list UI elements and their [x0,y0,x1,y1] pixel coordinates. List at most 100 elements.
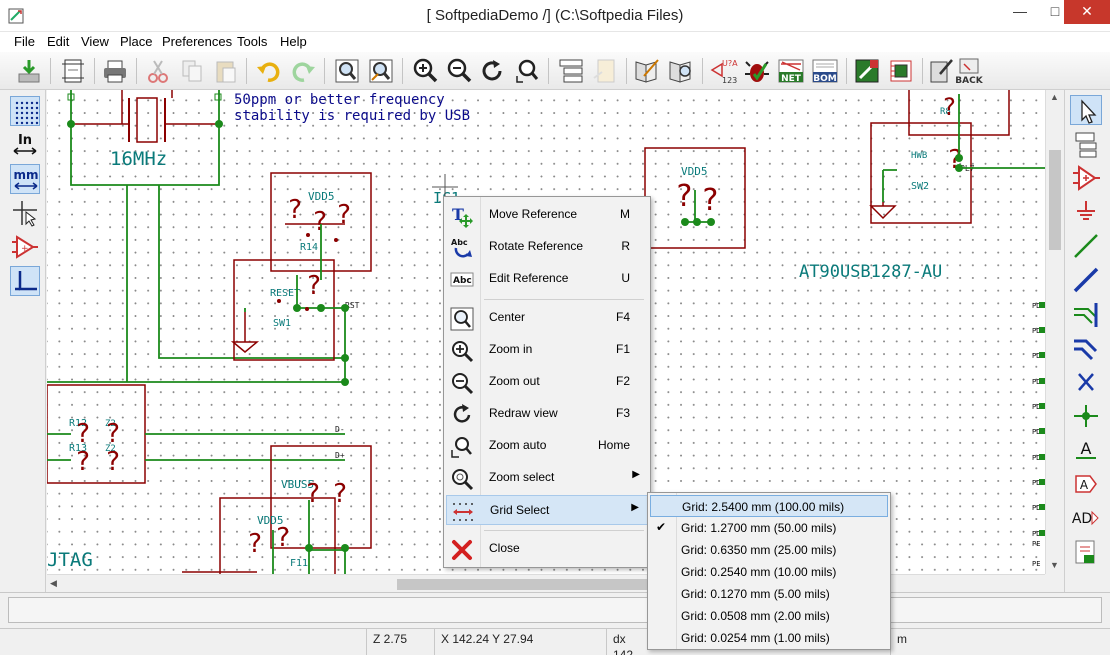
net-label-button[interactable]: A [1070,435,1102,465]
place-power-button[interactable] [1070,197,1102,227]
no-connect-button[interactable] [1070,367,1102,397]
select-arrow-icon [1081,99,1097,124]
horizontal-scroll-thumb[interactable] [397,579,717,590]
redo-button[interactable] [288,56,318,86]
grid-option-0-127mm[interactable]: Grid: 0.1270 mm (5.00 mils) [650,583,888,605]
main-toolbar: U?A 123 NET BOM BACK [0,52,1110,90]
menu-rotate-reference[interactable]: Abc Rotate Reference R [446,232,648,262]
wire-bus-entry-button[interactable] [1070,299,1102,329]
grid-option-2-54mm[interactable]: Grid: 2.5400 mm (100.00 mils) [650,495,888,517]
back-annotate-button[interactable]: BACK [954,56,984,86]
menu-close[interactable]: Close [446,534,648,564]
zoom-in-button[interactable] [410,56,440,86]
menu-edit[interactable]: Edit [47,34,70,49]
place-wire-button[interactable] [1070,231,1102,261]
find-button[interactable] [332,56,362,86]
grid-option-0-254mm[interactable]: Grid: 0.2540 mm (10.00 mils) [650,561,888,583]
pcbnew-button[interactable] [886,56,916,86]
close-window-button[interactable]: ✕ [1064,0,1110,24]
hidden-pins-button[interactable]: + [10,232,40,262]
menu-help[interactable]: Help [280,34,307,49]
scroll-left-icon[interactable]: ◀ [50,578,57,588]
crystal-component[interactable]: Y2 16MHz [71,90,219,170]
wire-angle-button[interactable] [10,266,40,296]
annotate-button[interactable]: U?A 123 [708,56,738,86]
hierarchy-navigator-button[interactable] [556,56,586,86]
grid-option-1-27mm[interactable]: ✔ Grid: 1.2700 mm (50.00 mils) [650,517,888,539]
paste-button[interactable] [211,56,241,86]
usb-data-wires [47,433,345,461]
cursor-shape-button[interactable] [10,198,40,228]
menu-move-reference[interactable]: T Move Reference M [446,200,648,230]
library-editor-button[interactable] [632,56,662,86]
zoom-fit-button[interactable] [512,56,542,86]
drawing-toolbar: A A AD [1064,90,1110,592]
menu-file[interactable]: File [14,34,35,49]
menu-tools[interactable]: Tools [237,34,268,49]
vertical-scrollbar[interactable]: ▲ ▼ [1045,90,1063,574]
center-shortcut: F4 [615,310,630,324]
junction-button[interactable] [1070,401,1102,431]
bus-bus-entry-button[interactable] [1070,333,1102,363]
hierarchical-sheet-icon [1075,540,1095,564]
grid-option-0-0254mm[interactable]: Grid: 0.0254 mm (1.00 mils) [650,627,888,649]
grid-option-0-635mm[interactable]: Grid: 0.6350 mm (25.00 mils) [650,539,888,561]
units-mm-button[interactable]: mm [10,164,40,194]
erc-bug-icon [745,61,769,82]
menu-zoom-auto[interactable]: Zoom auto Home [446,431,648,461]
redraw-button[interactable] [478,56,508,86]
hierarchical-label-button[interactable]: AD [1070,503,1102,533]
svg-text:PD: PD [1032,403,1040,411]
place-component-button[interactable] [1070,163,1102,193]
print-button[interactable] [100,56,130,86]
maximize-button[interactable]: □ [1050,3,1060,19]
hierarchical-label-icon: AD [1072,510,1099,527]
horizontal-scrollbar[interactable]: ◀ [47,574,1045,592]
erc-button[interactable] [742,56,772,86]
library-browser-button[interactable] [666,56,696,86]
menu-grid-select[interactable]: Grid Select ▶ [446,495,648,525]
units-inches-button[interactable]: In [10,130,40,160]
find-replace-icon [369,59,393,83]
grid-option-0-0508mm[interactable]: Grid: 0.0508 mm (2.00 mils) [650,605,888,627]
find-replace-button[interactable] [366,56,396,86]
menu-preferences[interactable]: Preferences [162,34,233,49]
power-block[interactable] [182,445,372,574]
svg-text:Abc: Abc [451,238,468,247]
center-label: Center [489,310,526,324]
menu-place[interactable]: Place [120,34,153,49]
app-icon[interactable] [8,8,24,24]
sheet-settings-button[interactable] [58,56,88,86]
menu-view[interactable]: View [81,34,109,49]
move-reference-label: Move Reference [489,207,578,221]
menu-edit-reference[interactable]: Abc Edit Reference U [446,264,648,294]
leave-sheet-button[interactable] [590,56,620,86]
netlist-button[interactable]: NET [776,56,806,86]
scroll-up-icon[interactable]: ▲ [1050,92,1059,102]
show-grid-button[interactable] [10,96,40,126]
menu-zoom-select[interactable]: Zoom select ▶ [446,463,648,493]
menu-zoom-in[interactable]: Zoom in F1 [446,335,648,365]
minimize-button[interactable]: — [1013,3,1027,19]
import-footprints-button[interactable] [926,56,956,86]
new-schematic-button[interactable] [14,56,44,86]
undo-button[interactable] [254,56,284,86]
hierarchy-tool-button[interactable] [1070,129,1102,159]
cursor-coordinates-status: X 142.24 Y 27.94 [434,629,606,655]
zoom-out-button[interactable] [444,56,474,86]
scroll-down-icon[interactable]: ▼ [1050,560,1059,570]
select-tool-button[interactable] [1070,95,1102,125]
bom-button[interactable]: BOM [810,56,840,86]
svg-text:A: A [1080,478,1089,492]
menu-redraw-view[interactable]: Redraw view F3 [446,399,648,429]
menu-zoom-out[interactable]: Zoom out F2 [446,367,648,397]
vertical-scroll-thumb[interactable] [1049,150,1061,250]
cvpcb-button[interactable] [852,56,882,86]
menu-center[interactable]: Center F4 [446,303,648,333]
copy-button[interactable] [177,56,207,86]
units-status: m [890,629,930,655]
hierarchical-sheet-button[interactable] [1070,537,1102,567]
place-bus-button[interactable] [1070,265,1102,295]
cut-button[interactable] [143,56,173,86]
global-label-button[interactable]: A [1070,469,1102,499]
